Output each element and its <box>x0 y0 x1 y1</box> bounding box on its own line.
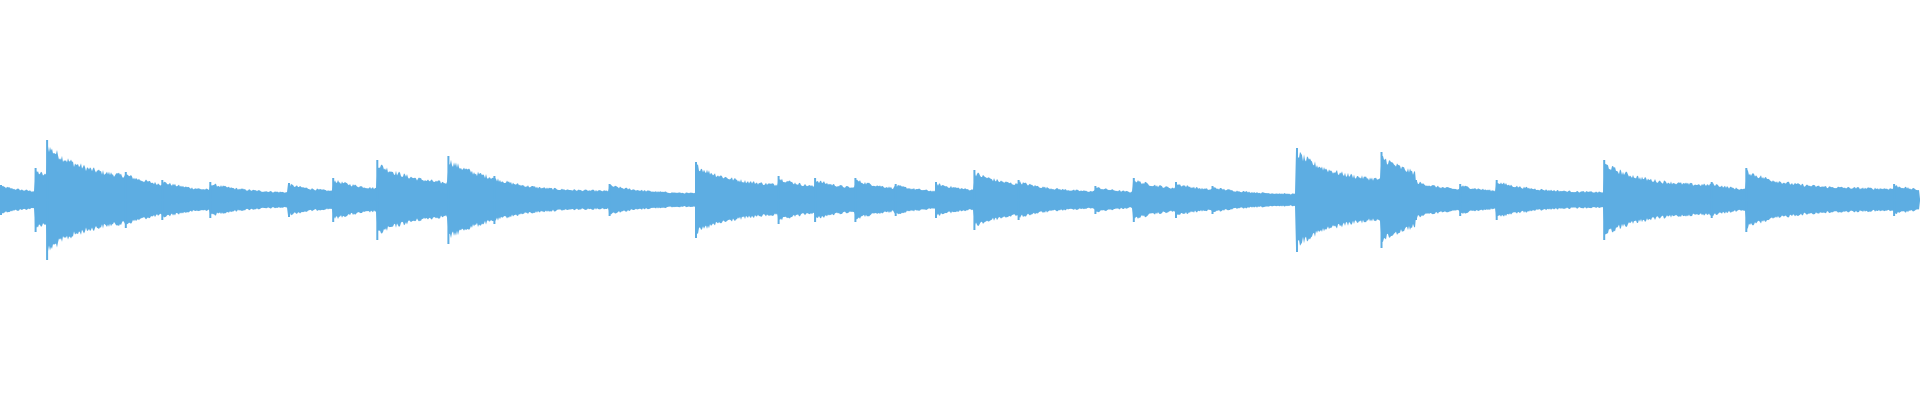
waveform-track <box>0 140 1920 260</box>
waveform-baseline <box>0 199 1920 201</box>
waveform-shape <box>0 146 1920 252</box>
